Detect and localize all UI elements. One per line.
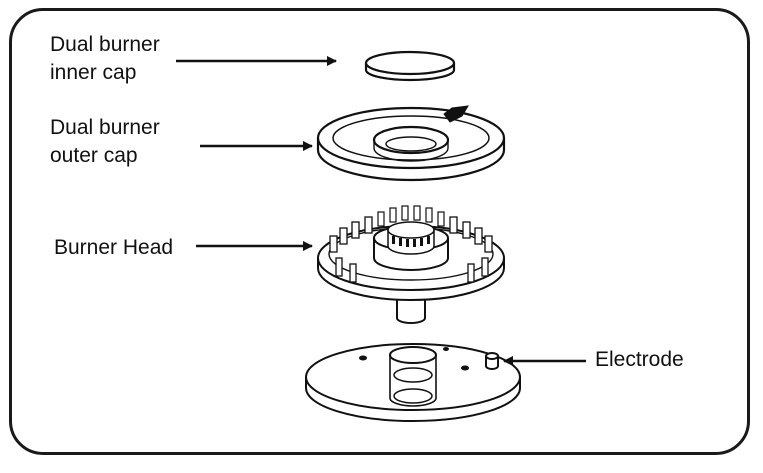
- outer-cap-label-line1: Dual burner: [50, 116, 160, 139]
- inner-cap-label-line1: Dual burner: [50, 33, 160, 56]
- inner-cap-label-line2: inner cap: [50, 61, 137, 84]
- electrode-label: Electrode: [595, 348, 684, 371]
- leader-arrows: [176, 56, 586, 366]
- base-plate-part: [305, 343, 521, 422]
- diagram-frame: [9, 8, 750, 455]
- burner-head-label: Burner Head: [54, 236, 174, 259]
- outer-cap-label-line2: outer cap: [50, 144, 138, 167]
- outer-cap-part: [316, 105, 506, 182]
- burner-head-part: [317, 205, 505, 324]
- outer-cap-label: Dual burner outer cap: [50, 114, 160, 170]
- inner-cap-label: Dual burner inner cap: [50, 31, 160, 87]
- inner-cap-part: [364, 50, 456, 82]
